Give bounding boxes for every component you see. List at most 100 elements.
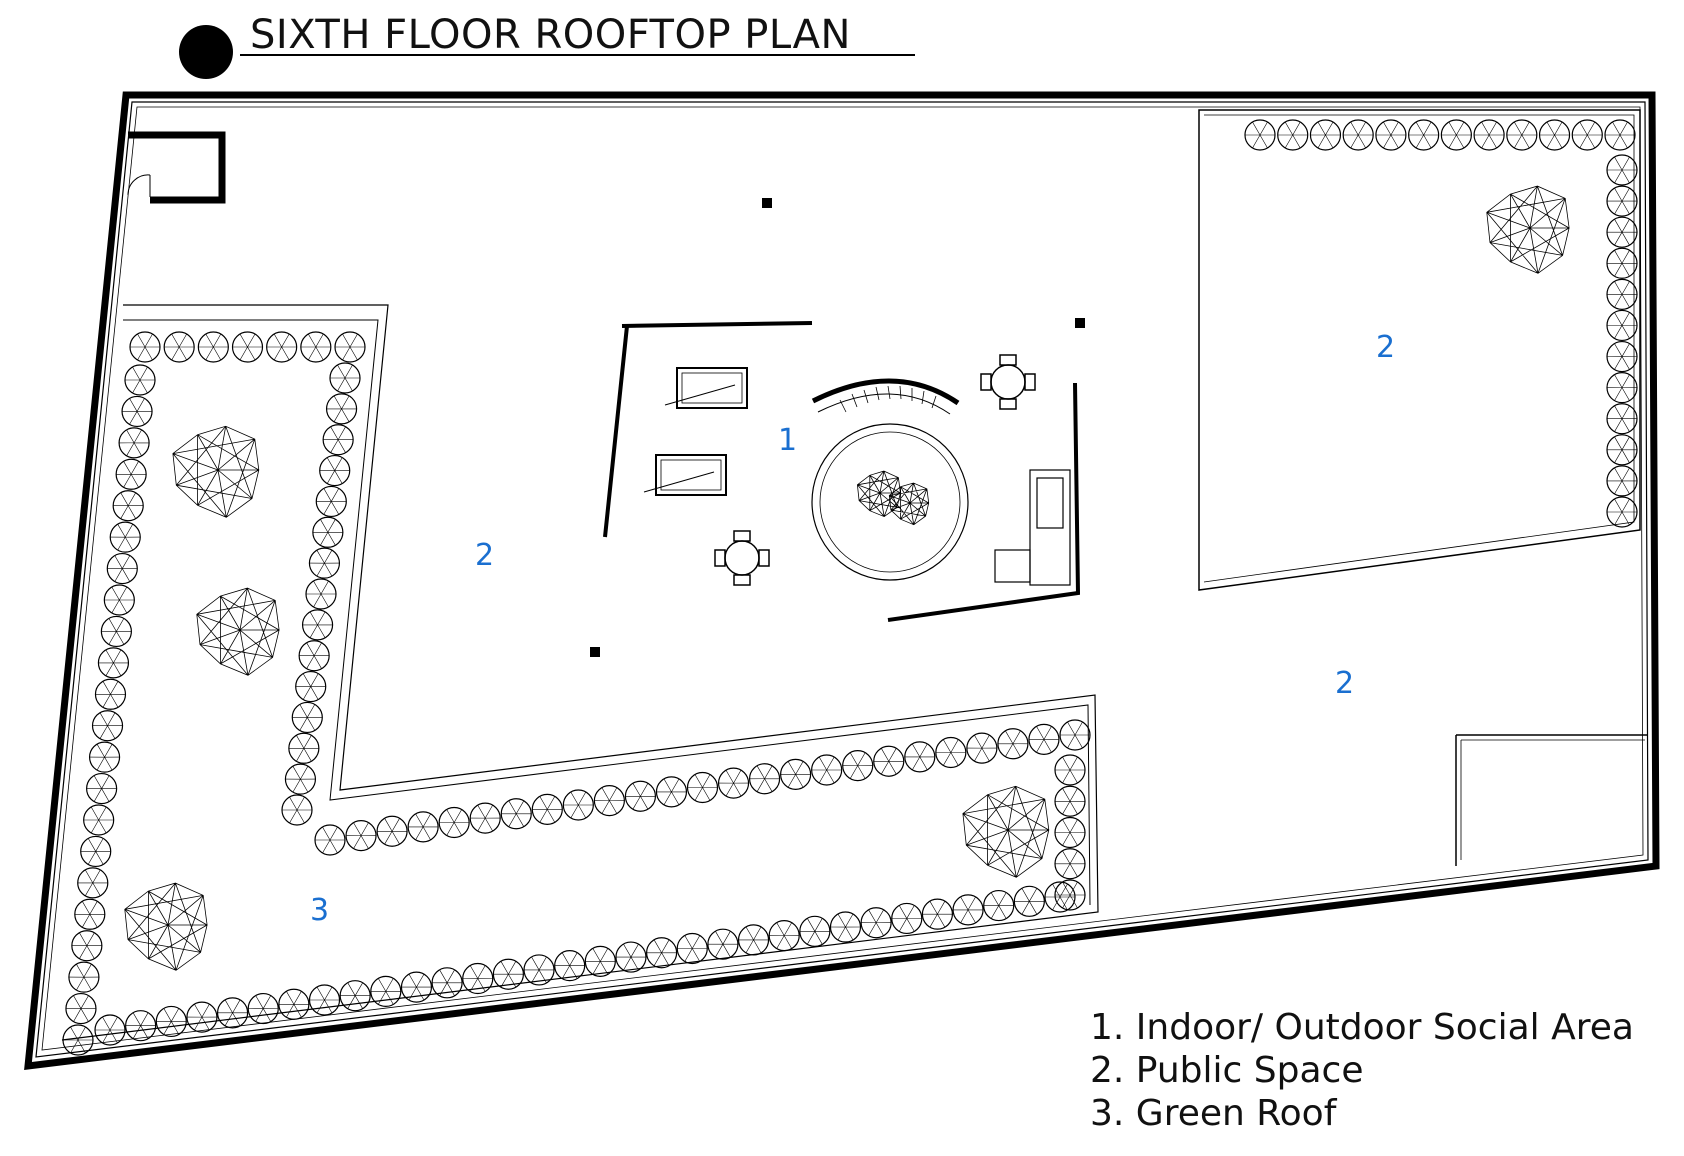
shrub (65, 992, 97, 1025)
shrub (83, 804, 115, 836)
shrub (329, 362, 361, 394)
shrub (1054, 879, 1086, 911)
shrub (462, 962, 494, 995)
shrub (1309, 119, 1342, 151)
cafe-table-set (980, 354, 1036, 410)
shrub (748, 763, 781, 795)
shrub (997, 728, 1029, 760)
social-area-walls (603, 321, 1081, 622)
tree (172, 425, 260, 518)
shrub (407, 811, 439, 843)
shrub (106, 552, 138, 585)
shrub (91, 710, 124, 742)
shrub (1342, 119, 1374, 151)
shrub (94, 678, 127, 710)
shrub (80, 835, 112, 868)
parapet-inner-line (35, 101, 1649, 1058)
shrub-rows (62, 119, 1638, 1056)
shrub (247, 992, 279, 1025)
shrub (1375, 119, 1407, 151)
shrub (1059, 719, 1091, 751)
shrub (1473, 119, 1505, 151)
shrub (1606, 340, 1638, 373)
shrub (1013, 885, 1045, 917)
shrub (1606, 465, 1638, 497)
shrub (314, 824, 346, 856)
shrub (118, 427, 150, 459)
shrub (707, 928, 739, 960)
shrub (952, 894, 984, 926)
shrub (737, 924, 770, 956)
shrub (829, 911, 862, 943)
tree (124, 882, 208, 971)
shrub (71, 930, 103, 962)
shrub (921, 898, 954, 930)
title-marker-dot (179, 25, 233, 79)
shrub (1054, 754, 1086, 786)
shrub (112, 490, 144, 522)
tree (888, 482, 930, 526)
shrub (717, 767, 750, 799)
shrub (298, 640, 330, 672)
shrub (266, 331, 298, 363)
shrub (86, 772, 118, 805)
shrub (1408, 119, 1440, 151)
shrub (1054, 785, 1086, 817)
plan-title: SIXTH FLOOR ROOFTOP PLAN (250, 12, 851, 58)
shrub (281, 794, 313, 826)
shrub (1606, 247, 1638, 279)
shrub (686, 771, 719, 804)
shrub (339, 980, 371, 1012)
shrub (842, 750, 874, 782)
shrub (593, 785, 625, 817)
shrub (312, 516, 344, 548)
shrub (109, 521, 141, 553)
zone-label-2: 2 (475, 538, 494, 573)
column (1075, 318, 1085, 328)
shrub (531, 793, 563, 825)
shrub (370, 975, 402, 1007)
shrub (1604, 119, 1636, 151)
shrub (780, 758, 812, 790)
shrub (1606, 403, 1638, 435)
shrub (873, 745, 905, 777)
shrub (768, 920, 800, 952)
shrub (68, 961, 100, 993)
right-planter-inner (1203, 114, 1635, 583)
shrub (562, 789, 594, 821)
shrub (400, 971, 433, 1003)
pool-table (664, 367, 748, 409)
shrub (469, 802, 501, 834)
shrub (584, 945, 616, 977)
shrub (88, 741, 121, 773)
shrub (231, 331, 264, 363)
shrub (615, 941, 647, 973)
shrub (1571, 119, 1603, 151)
shrub (62, 1024, 94, 1056)
shrub (1606, 372, 1638, 404)
column (590, 647, 600, 657)
shrub (155, 1005, 187, 1038)
shrub (500, 798, 532, 830)
shrub (129, 331, 161, 363)
pool-table (643, 454, 727, 496)
shrub (334, 331, 366, 363)
zone-label-2: 2 (1335, 666, 1354, 701)
shrub (438, 806, 470, 839)
shrub (94, 1014, 126, 1046)
shrub (492, 958, 524, 990)
zone-label-3: 3 (310, 893, 329, 928)
green-roof-planter-outer (61, 304, 1099, 1041)
legend: 1. Indoor/ Outdoor Social Area 2. Public… (1090, 1006, 1634, 1135)
shrub (646, 937, 678, 969)
trees (124, 185, 1570, 971)
shrub (305, 578, 337, 610)
shrub (121, 395, 153, 428)
shrub (1054, 848, 1086, 880)
tree (856, 470, 901, 518)
shrub (1028, 723, 1060, 755)
shrub (811, 754, 843, 786)
shrub (103, 584, 135, 616)
shrub (1054, 816, 1086, 849)
